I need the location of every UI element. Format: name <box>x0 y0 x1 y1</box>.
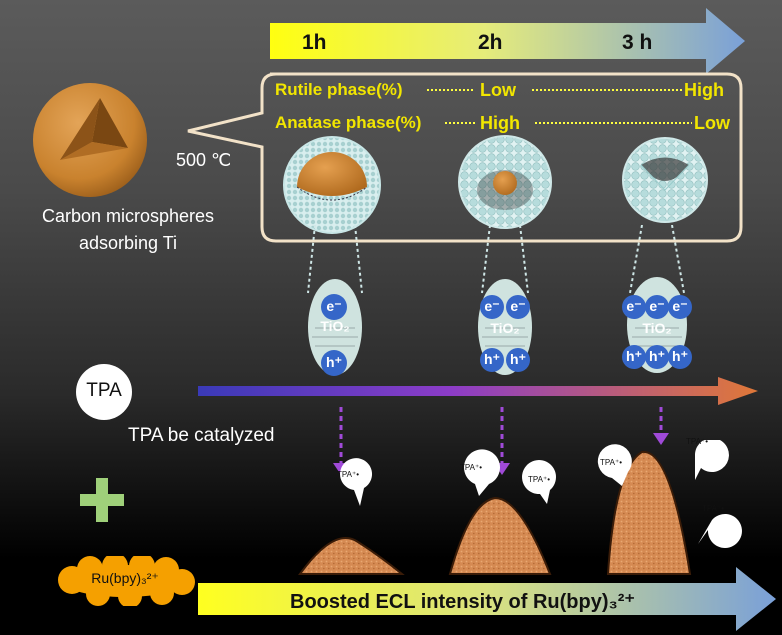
anatase-label: Anatase phase(%) <box>275 113 422 132</box>
anatase-high: High <box>480 113 520 133</box>
tio2-spheres <box>283 135 708 234</box>
tpa-circle <box>76 364 132 420</box>
radical-label-4: TPA⁺• <box>600 458 622 467</box>
hole-2b: h⁺ <box>510 351 526 367</box>
electron-1: e⁻ <box>326 298 342 314</box>
rutile-high: High <box>684 80 724 100</box>
electron-3b: e⁻ <box>649 298 665 314</box>
catalysis-arrow <box>198 377 758 405</box>
sphere-2h <box>458 135 552 229</box>
radical-bubbles <box>340 440 742 548</box>
sphere-3h <box>622 137 708 223</box>
radical-label-3: TPA⁺• <box>528 475 550 484</box>
tio2-label-1: TiO₂ <box>320 318 350 334</box>
radical-label-1: TPA⁺• <box>337 470 359 479</box>
ecl-arrow-label: Boosted ECL intensity of Ru(bpy)₃²⁺ <box>290 591 635 613</box>
temperature-label: 500 ℃ <box>176 150 232 170</box>
tpa-caption: TPA be catalyzed <box>128 425 275 446</box>
anatase-low: Low <box>694 113 730 133</box>
timeline-arrow <box>270 8 745 74</box>
radical-label-2: TPA⁺• <box>460 463 482 472</box>
hole-3b: h⁺ <box>649 348 665 364</box>
hole-1: h⁺ <box>326 354 342 370</box>
time-tick-2h: 2h <box>478 31 503 54</box>
zoom-ovals <box>307 225 692 376</box>
electron-3c: e⁻ <box>672 298 688 314</box>
phase-callout <box>187 72 743 243</box>
carbon-label-line1: Carbon microspheres <box>41 206 215 226</box>
hole-3c: h⁺ <box>672 348 688 364</box>
hole-2a: h⁺ <box>484 351 500 367</box>
electron-2a: e⁻ <box>484 298 500 314</box>
ru-cloud-label: Ru(bpy)₃²⁺ <box>91 570 159 586</box>
plus-icon <box>80 478 124 522</box>
radical-label-5: TPA⁺• <box>686 437 708 446</box>
time-tick-3h: 3 h <box>622 31 653 54</box>
tio2-label-3: TiO₂ <box>642 320 672 336</box>
ecl-arrow <box>198 567 776 631</box>
sphere-1h <box>283 136 381 234</box>
hole-3a: h⁺ <box>626 348 642 364</box>
carbon-microsphere <box>33 83 147 197</box>
radical-label-6: TPA⁺• <box>702 504 724 513</box>
rutile-low: Low <box>480 80 516 100</box>
electron-3a: e⁻ <box>626 298 642 314</box>
carbon-label-line2: adsorbing Ti <box>78 233 178 253</box>
electron-2b: e⁻ <box>510 298 526 314</box>
time-tick-1h: 1h <box>302 31 327 54</box>
tio2-label-2: TiO₂ <box>490 320 520 336</box>
ecl-peaks <box>298 450 692 575</box>
tpa-circle-label: TPA <box>86 380 122 401</box>
rutile-label: Rutile phase(%) <box>275 80 403 99</box>
ru-cloud <box>58 556 195 606</box>
